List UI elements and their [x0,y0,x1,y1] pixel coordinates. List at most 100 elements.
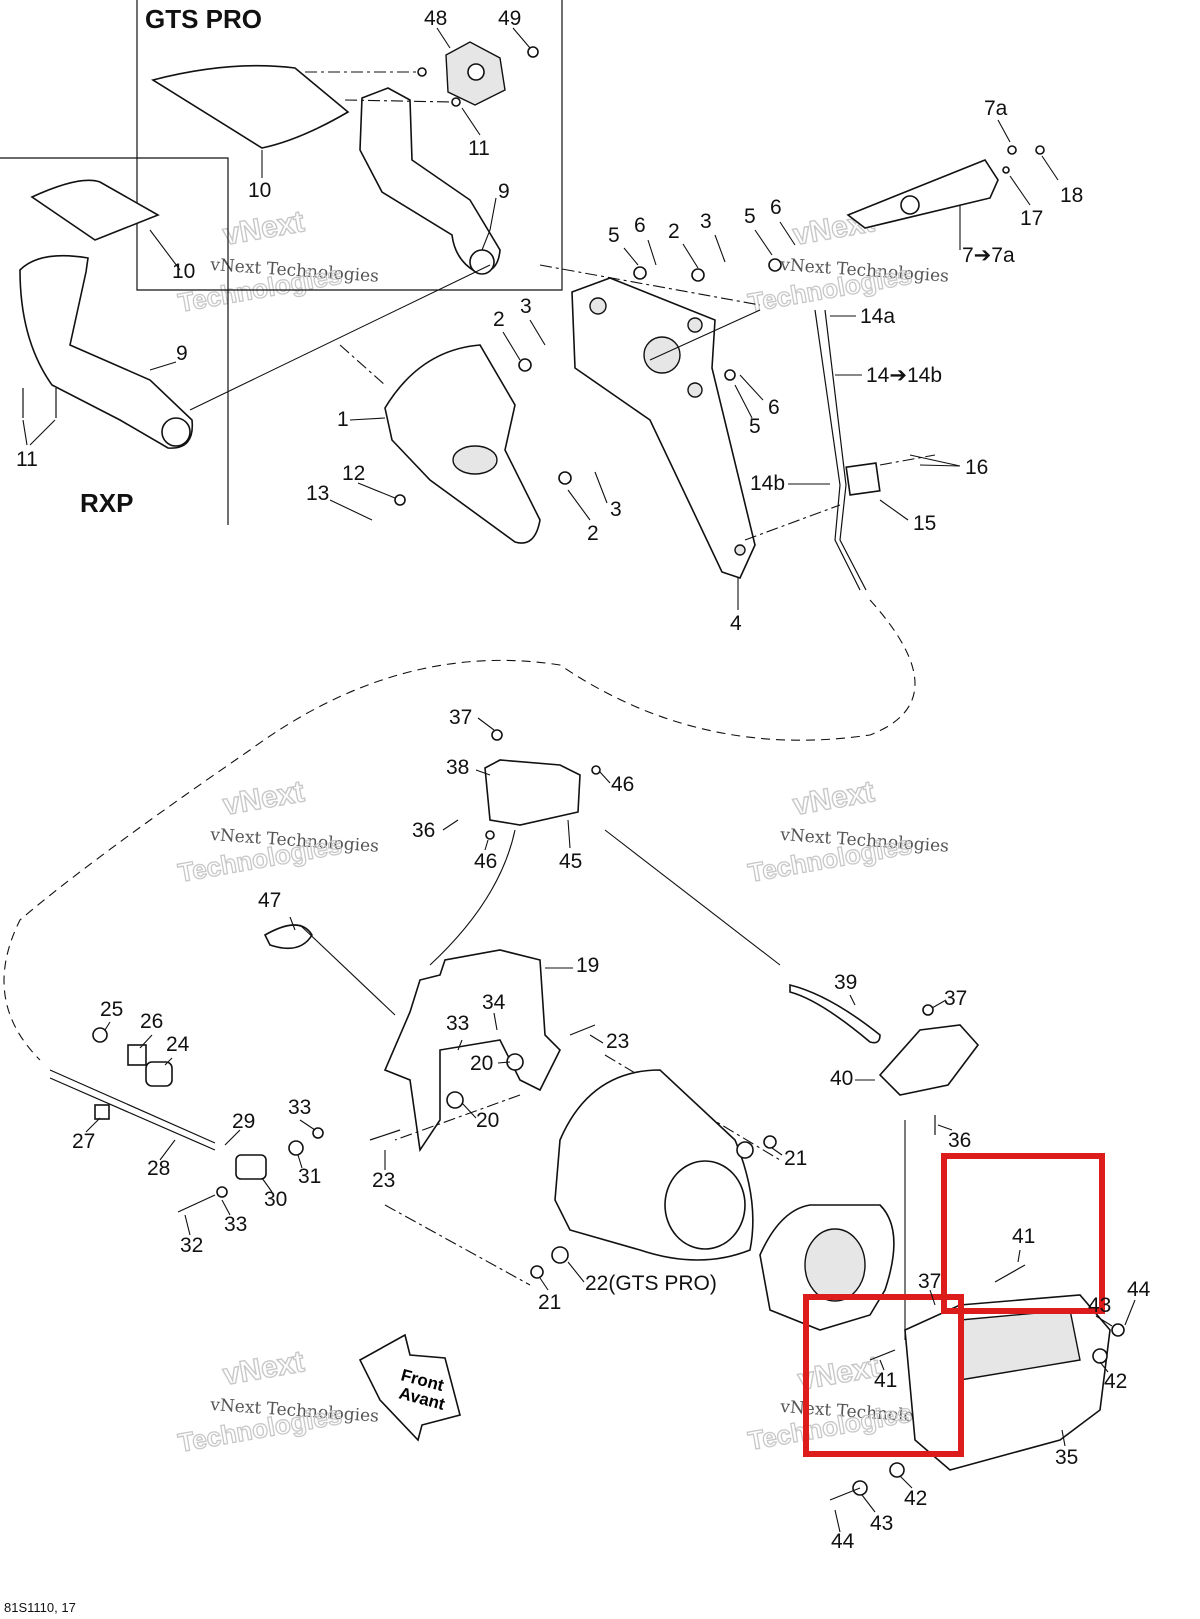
figure-code: 81S1110, 17 [4,1600,76,1615]
callout-25: 25 [100,998,123,1021]
pedal-pivot-b [161,417,191,447]
link-39 [789,983,881,1044]
callout-9: 9 [498,180,510,203]
callout-3: 3 [700,210,712,233]
watermark-vnext: vNext [790,775,876,822]
bearing-22b [551,1246,569,1264]
callout-39: 39 [834,971,857,994]
callout-20b: 20 [476,1109,499,1132]
watermark-top-left: vNext vNext Technologies Technologies [175,205,379,319]
callout-41b: 41 [874,1369,897,1392]
pedal-arm-9b [19,254,194,449]
bolt-23 [369,1129,401,1141]
bushing-21 [763,1135,777,1149]
callout-21b: 21 [538,1291,561,1314]
callout-18: 18 [1060,184,1083,207]
plate-hole [687,317,703,333]
bolt-23b [569,1024,596,1036]
callout-6: 6 [634,214,646,237]
cable-14 [814,309,867,591]
callout-42b: 42 [904,1487,927,1510]
callout-26: 26 [140,1010,163,1033]
callout-19: 19 [576,954,599,977]
callout-17: 17 [1020,207,1043,230]
callout-41: 41 [1012,1225,1035,1248]
lever-7 [846,159,999,229]
watermark-vnext: vNext [220,1345,306,1392]
footrest-plate-10 [150,64,350,149]
washer-33b [216,1186,228,1198]
callout-36b: 36 [948,1129,971,1152]
bolt-41b [869,1349,896,1361]
bolt-44 [829,1487,861,1501]
nut-46b [485,830,495,840]
nut-46 [591,765,601,775]
middle-assembly [49,729,980,1213]
callout-12: 12 [342,462,365,485]
rxp-title: RXP [80,488,133,518]
gts-pro-inset-frame [136,0,563,291]
plate-hole [589,297,607,315]
highlight-box-41-lower [803,1294,964,1457]
pedal-arm-9 [359,87,501,274]
callout-32: 32 [180,1234,203,1257]
callout-44: 44 [1127,1278,1151,1301]
callout-27: 27 [72,1130,95,1153]
plate-4 [571,277,756,579]
callout-38: 38 [446,756,469,779]
bushing-42b [889,1462,905,1478]
callout-16: 16 [965,456,988,479]
gts-pro-title: GTS PRO [145,4,262,34]
callout-23b: 23 [372,1169,395,1192]
watermark-vnext: vNext [220,205,306,252]
cover-hole [452,445,498,475]
bolt-41 [994,1264,1026,1283]
direction-arrow-shape [358,1333,461,1442]
callout-3b: 3 [520,295,532,318]
callout-30: 30 [264,1188,287,1211]
nut-18 [1035,145,1045,155]
callout-2b: 2 [493,308,505,331]
callout-45: 45 [559,850,582,873]
shaft-28 [49,1069,216,1151]
callout-14b: 14b [750,472,785,495]
callout-2c: 2 [587,522,599,545]
callout-24: 24 [166,1033,190,1056]
callout-labels: 48 49 11 10 9 10 9 11 7a 18 17 7➔7a 5 6 … [16,7,1151,1553]
bolt-32 [177,1194,216,1213]
frame-19 [383,949,561,1153]
callout-37b: 37 [944,987,967,1010]
watermark-bottom-left: vNext vNext Technologies Technologies [175,1345,379,1459]
washer-17 [1002,166,1010,174]
washer-12 [394,494,406,506]
bracket-40 [878,1024,980,1096]
pedal-pivot [469,249,495,275]
callout-5c: 5 [749,415,761,438]
callout-13: 13 [306,482,329,505]
callout-6b: 6 [770,196,782,219]
washer-5 [633,266,647,280]
callout-40: 40 [830,1067,853,1090]
callout-11: 11 [468,137,490,160]
spring-47 [263,924,313,950]
assembly-arrows [299,829,781,1016]
lever-hub [900,195,920,215]
callout-48: 48 [424,7,447,30]
callout-9b: 9 [176,342,188,365]
callout-6c: 6 [768,396,780,419]
screw-49 [527,46,539,58]
callout-33c: 33 [224,1213,247,1236]
callout-10b: 10 [172,260,195,283]
watermark-mid-left: vNext vNext Technologies Technologies [175,775,379,889]
washer-5b [768,258,782,272]
callout-14-14b: 14➔14b [866,364,942,387]
callout-47: 47 [258,889,281,912]
cover-1 [384,344,541,544]
washer-33 [312,1127,324,1139]
nut-37b [922,1004,934,1016]
callout-2: 2 [668,220,680,243]
plate-hole [734,544,746,556]
callout-49: 49 [498,7,521,30]
callout-7-7a: 7➔7a [962,244,1015,267]
